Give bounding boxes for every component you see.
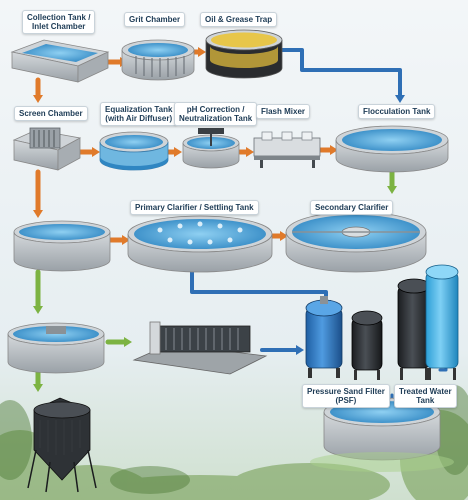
arrowhead [124,337,132,347]
arrowhead [33,384,43,392]
arrowhead [330,145,338,155]
pipe-secondary-to-psf [190,270,328,302]
label-equalization-tank: Equalization Tank (with Air Diffuser) [100,102,178,126]
label-treated-water-tank: Treated Water Tank [394,384,457,408]
label-ph-correction: pH Correction / Neutralization Tank [174,102,258,126]
label-flocculation-tank: Flocculation Tank [358,104,436,119]
label-primary-clarifier: Primary Clarifier / Settling Tank [130,200,259,215]
label-line: Equalization Tank [105,105,173,114]
sludge-thickener [7,322,105,374]
secondary-clarifier [285,211,427,273]
arrowhead [198,47,206,57]
arrowhead [33,95,43,103]
ph-correction-tank [182,128,240,169]
arrowhead [92,147,100,157]
label-line: Oil & Grease Trap [205,15,273,24]
primary-clarifier [127,215,273,273]
equalization-tank [99,131,169,171]
collection-tank [10,39,110,83]
arrowhead [296,345,304,355]
treated-water-tank [310,397,454,472]
tall-filter-tank [397,278,431,380]
screen-chamber [12,127,82,171]
softener-tank [425,264,459,380]
grit-chamber [121,39,195,81]
label-psf: Pressure Sand Filter (PSF) [302,384,390,408]
flocculation-tank [335,125,449,173]
label-flash-mixer: Flash Mixer [256,104,311,119]
arrowhead [246,147,254,157]
label-line: Neutralization Tank [179,114,253,123]
label-line: pH Correction / [186,105,245,114]
label-oil-grease-trap: Oil & Grease Trap [200,12,278,27]
label-line: Pressure Sand Filter [307,387,385,396]
label-line: Flocculation Tank [363,107,431,116]
arrowhead [122,235,130,245]
flow-arrows [33,47,448,404]
pressure-sand-filter [305,296,343,378]
label-line: (PSF) [335,396,357,405]
arrowhead [33,306,43,314]
arrowhead [33,210,43,218]
label-line: Secondary Clarifier [315,203,389,212]
label-line: (with Air Diffuser) [105,114,173,123]
label-line: Grit Chamber [129,15,181,24]
label-line: Collection Tank / [27,13,91,22]
label-grit-chamber: Grit Chamber [124,12,186,27]
aeration-tank [13,220,111,272]
label-line: Screen Chamber [19,109,83,118]
pipe-oil-to-floc [280,48,402,97]
activated-carbon-filter [351,310,383,380]
label-line: Treated Water [399,387,452,396]
arrowhead [387,186,397,194]
label-line: Tank [416,396,435,405]
label-line: Primary Clarifier / Settling Tank [135,203,254,212]
flash-mixer [253,131,321,168]
label-screen-chamber: Screen Chamber [14,106,88,121]
arrowhead [395,95,405,103]
oil-grease-trap [205,29,283,79]
label-collection-tank: Collection Tank / Inlet Chamber [22,10,96,34]
label-line: Flash Mixer [261,107,306,116]
arrowhead [280,231,288,241]
sludge-storage-silo [27,397,97,493]
label-line: Inlet Chamber [32,22,86,31]
arrowhead [174,147,182,157]
label-secondary-clarifier: Secondary Clarifier [310,200,394,215]
filter-press [132,321,268,375]
